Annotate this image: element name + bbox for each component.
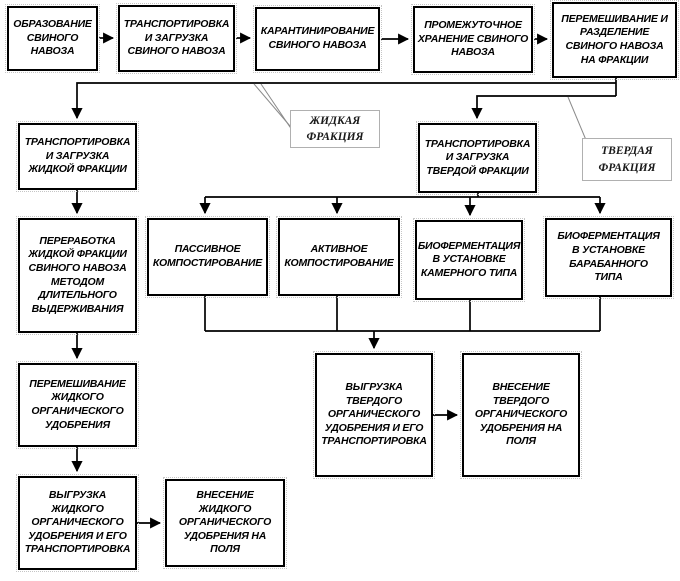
callout-leaders <box>253 83 587 141</box>
connector-lines <box>204 78 617 332</box>
node-liquid-unloading: ВЫГРУЗКА ЖИДКОГО ОРГАНИЧЕСКОГО УДОБРЕНИЯ… <box>16 474 139 572</box>
callout-solid-fraction-label: ТВЕРДАЯ ФРАКЦИЯ <box>598 145 656 174</box>
node-biofermentation-chamber: БИОФЕРМЕНТАЦИЯ В УСТАНОВКЕ КАМЕРНОГО ТИП… <box>413 218 525 302</box>
node-manure-transport: ТРАНСПОРТИРОВКА И ЗАГРУЗКА СВИНОГО НАВОЗ… <box>116 3 237 74</box>
node-active-composting-label: АКТИВНОЕ КОМПОСТИРОВАНИЕ <box>284 243 394 269</box>
node-passive-composting: ПАССИВНОЕ КОМПОСТИРОВАНИЕ <box>145 216 270 298</box>
node-solid-transport-label: ТРАНСПОРТИРОВКА И ЗАГРУЗКА ТВЕРДОЙ ФРАКЦ… <box>424 137 531 177</box>
node-liquid-transport-label: ТРАНСПОРТИРОВКА И ЗАГРУЗКА ЖИДКОЙ ФРАКЦИ… <box>24 136 131 176</box>
callout-liquid-fraction: ЖИДКАЯ ФРАКЦИЯ <box>290 110 380 148</box>
node-biofermentation-drum: БИОФЕРМЕНТАЦИЯ В УСТАНОВКЕ БАРАБАННОГО Т… <box>543 216 674 299</box>
node-solid-unloading: ВЫГРУЗКА ТВЕРДОГО ОРГАНИЧЕСКОГО УДОБРЕНИ… <box>313 351 435 479</box>
node-liquid-processing-label: ПЕРЕРАБОТКА ЖИДКОЙ ФРАКЦИИ СВИНОГО НАВОЗ… <box>28 234 127 315</box>
node-liquid-application-label: ВНЕСЕНИЕ ЖИДКОГО ОРГАНИЧЕСКОГО УДОБРЕНИЯ… <box>178 488 272 556</box>
node-manure-transport-label: ТРАНСПОРТИРОВКА И ЗАГРУЗКА СВИНОГО НАВОЗ… <box>123 18 230 58</box>
node-manure-formation: ОБРАЗОВАНИЕ СВИНОГО НАВОЗА <box>5 4 100 73</box>
node-mixing-separation: ПЕРЕМЕШИВАНИЕ И РАЗДЕЛЕНИЕ СВИНОГО НАВОЗ… <box>550 0 679 80</box>
node-liquid-unloading-label: ВЫГРУЗКА ЖИДКОГО ОРГАНИЧЕСКОГО УДОБРЕНИЯ… <box>24 488 131 556</box>
callout-solid-fraction: ТВЕРДАЯ ФРАКЦИЯ <box>582 138 672 181</box>
callout-liquid-fraction-label: ЖИДКАЯ ФРАКЦИЯ <box>306 114 364 143</box>
node-intermediate-storage: ПРОМЕЖУТОЧНОЕ ХРАНЕНИЕ СВИНОГО НАВОЗА <box>411 4 535 75</box>
node-liquid-mixing: ПЕРЕМЕШИВАНИЕ ЖИДКОГО ОРГАНИЧЕСКОГО УДОБ… <box>16 361 139 449</box>
node-liquid-application: ВНЕСЕНИЕ ЖИДКОГО ОРГАНИЧЕСКОГО УДОБРЕНИЯ… <box>163 477 287 569</box>
node-manure-formation-label: ОБРАЗОВАНИЕ СВИНОГО НАВОЗА <box>13 18 92 58</box>
node-liquid-processing: ПЕРЕРАБОТКА ЖИДКОЙ ФРАКЦИИ СВИНОГО НАВОЗ… <box>16 216 139 335</box>
node-biofermentation-chamber-label: БИОФЕРМЕНТАЦИЯ В УСТАНОВКЕ КАМЕРНОГО ТИП… <box>417 239 521 279</box>
node-active-composting: АКТИВНОЕ КОМПОСТИРОВАНИЕ <box>276 216 402 298</box>
node-quarantine: КАРАНТИНИРОВАНИЕ СВИНОГО НАВОЗА <box>253 5 382 73</box>
node-mixing-separation-label: ПЕРЕМЕШИВАНИЕ И РАЗДЕЛЕНИЕ СВИНОГО НАВОЗ… <box>561 12 668 66</box>
node-solid-transport: ТРАНСПОРТИРОВКА И ЗАГРУЗКА ТВЕРДОЙ ФРАКЦ… <box>416 121 539 195</box>
node-liquid-mixing-label: ПЕРЕМЕШИВАНИЕ ЖИДКОГО ОРГАНИЧЕСКОГО УДОБ… <box>29 377 126 431</box>
node-biofermentation-drum-label: БИОФЕРМЕНТАЦИЯ В УСТАНОВКЕ БАРАБАННОГО Т… <box>557 230 660 284</box>
node-solid-application: ВНЕСЕНИЕ ТВЕРДОГО ОРГАНИЧЕСКОГО УДОБРЕНИ… <box>460 351 582 479</box>
node-solid-application-label: ВНЕСЕНИЕ ТВЕРДОГО ОРГАНИЧЕСКОГО УДОБРЕНИ… <box>474 380 568 448</box>
node-solid-unloading-label: ВЫГРУЗКА ТВЕРДОГО ОРГАНИЧЕСКОГО УДОБРЕНИ… <box>321 380 427 448</box>
node-liquid-transport: ТРАНСПОРТИРОВКА И ЗАГРУЗКА ЖИДКОЙ ФРАКЦИ… <box>16 121 139 192</box>
flow-arrows <box>71 32 616 529</box>
node-intermediate-storage-label: ПРОМЕЖУТОЧНОЕ ХРАНЕНИЕ СВИНОГО НАВОЗА <box>417 19 529 59</box>
node-passive-composting-label: ПАССИВНОЕ КОМПОСТИРОВАНИЕ <box>152 243 263 269</box>
node-quarantine-label: КАРАНТИНИРОВАНИЕ СВИНОГО НАВОЗА <box>260 25 375 51</box>
